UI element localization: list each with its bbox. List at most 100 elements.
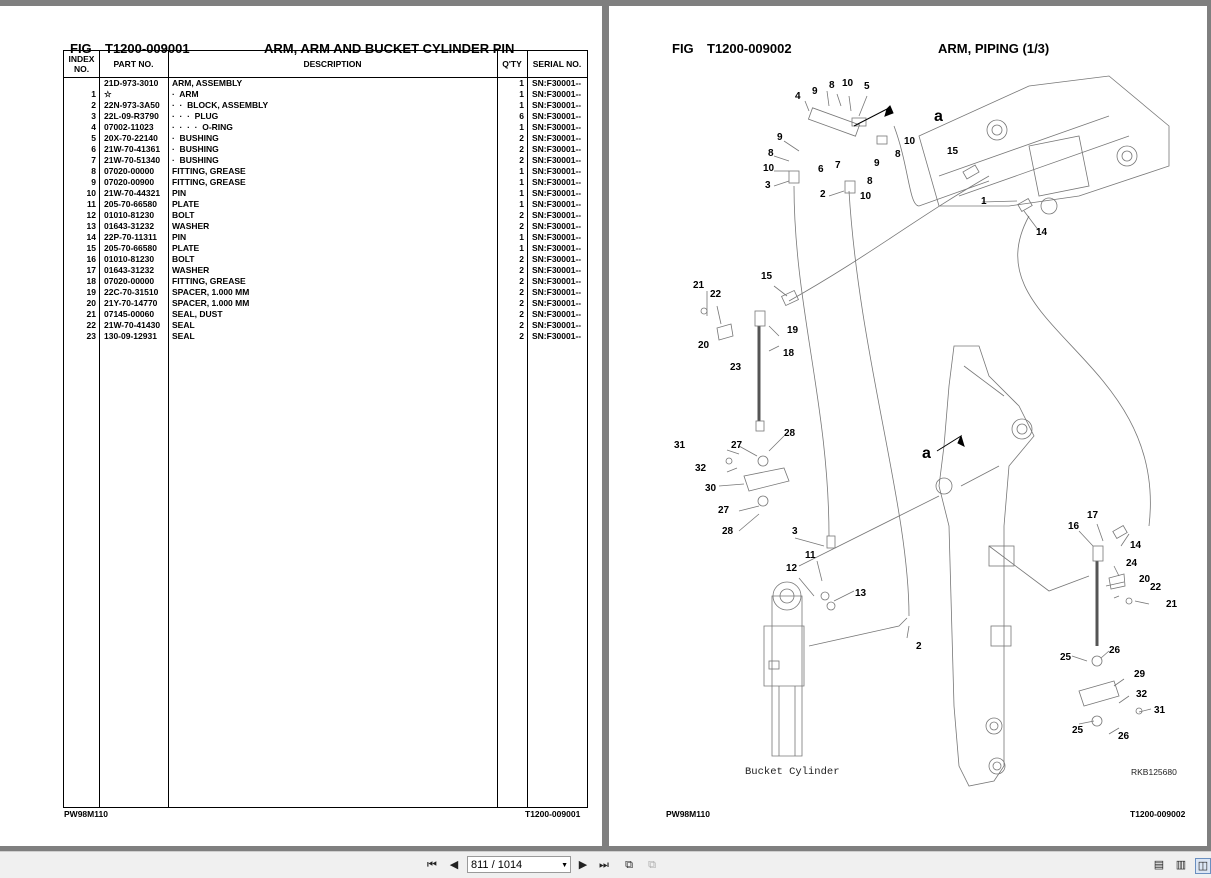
part-no-cell: 21Y-70-14770 xyxy=(104,298,158,308)
qty-cell: 2 xyxy=(519,133,524,143)
callout-29: 29 xyxy=(1134,669,1146,680)
callout-32: 32 xyxy=(1136,689,1148,700)
arrow-a-top xyxy=(853,105,894,127)
description-cell: · BUSHING xyxy=(172,144,219,154)
index-cell: 10 xyxy=(86,188,96,198)
description-cell: WASHER xyxy=(172,221,210,231)
continuous-view-icon[interactable]: ▥ xyxy=(1175,859,1187,871)
part-no-cell: 130-09-12931 xyxy=(104,331,157,341)
callout-27: 27 xyxy=(718,505,730,516)
callout-15: 15 xyxy=(761,271,773,282)
column-divider xyxy=(168,51,169,807)
index-cell: 3 xyxy=(91,111,96,121)
callout-14: 14 xyxy=(1036,227,1048,238)
serial-no-cell: SN:F30001-- xyxy=(532,188,582,198)
description-cell: PLATE xyxy=(172,243,200,253)
pdf-viewer-toolbar: ⏮ ◀ 811 / 1014 ▼ ▶ ⏭ ⧉ ⧉ ▤ ▥ ◫ xyxy=(0,851,1211,878)
callout-12: 12 xyxy=(786,563,798,574)
index-cell: 2 xyxy=(91,100,96,110)
serial-no-cell: SN:F30001-- xyxy=(532,155,582,165)
column-divider xyxy=(497,51,498,807)
qty-cell: 1 xyxy=(519,188,524,198)
first-page-icon[interactable]: ⏮ xyxy=(427,859,437,871)
callout-10: 10 xyxy=(842,78,854,89)
index-cell: 9 xyxy=(91,177,96,187)
callout-8: 8 xyxy=(768,148,774,159)
serial-no-cell: SN:F30001-- xyxy=(532,320,582,330)
header-divider xyxy=(64,77,587,78)
description-cell: ARM, ASSEMBLY xyxy=(172,78,243,88)
callout-a: a xyxy=(922,445,931,462)
description-cell: FITTING, GREASE xyxy=(172,177,246,187)
single-page-view-icon[interactable]: ▤ xyxy=(1153,859,1165,871)
description-cell: · · · · O-RING xyxy=(172,122,233,132)
part-no-cell: 21W-70-41430 xyxy=(104,320,161,330)
description-cell: PLATE xyxy=(172,199,200,209)
callout-8: 8 xyxy=(829,80,835,91)
index-cell: 7 xyxy=(91,155,96,165)
previous-page-icon[interactable]: ◀ xyxy=(449,859,459,871)
part-no-cell: 01643-31232 xyxy=(104,221,155,231)
qty-cell: 1 xyxy=(519,78,524,88)
description-cell: · ARM xyxy=(172,89,199,99)
callout-25: 25 xyxy=(1060,652,1072,663)
callout-3: 3 xyxy=(792,526,798,537)
qty-cell: 6 xyxy=(519,111,524,121)
serial-no-cell: SN:F30001-- xyxy=(532,111,582,121)
serial-no-cell: SN:F30001-- xyxy=(532,122,582,132)
callout-5: 5 xyxy=(864,81,870,92)
index-cell: 6 xyxy=(91,144,96,154)
callout-32: 32 xyxy=(695,463,707,474)
hose-left xyxy=(793,185,830,537)
part-no-cell: 21W-70-51340 xyxy=(104,155,161,165)
callout-28: 28 xyxy=(784,428,796,439)
callout-9: 9 xyxy=(812,86,818,97)
fig-label: FIG xyxy=(70,41,92,56)
callout-16: 16 xyxy=(1068,521,1080,532)
serial-no-cell: SN:F30001-- xyxy=(532,232,582,242)
last-page-icon[interactable]: ⏭ xyxy=(599,859,609,871)
serial-no-cell: SN:F30001-- xyxy=(532,265,582,275)
callout-17: 17 xyxy=(1087,510,1099,521)
exploded-view-diagram: a a 4 9 8 10 5 9 8 10 3 6 7 9 8 10 8 10 … xyxy=(674,75,1178,787)
bracket-30 xyxy=(743,467,790,492)
serial-no-cell: SN:F30001-- xyxy=(532,243,582,253)
callout-26: 26 xyxy=(1118,731,1130,742)
column-divider xyxy=(99,51,100,807)
callout-10: 10 xyxy=(860,191,872,202)
boom-outline xyxy=(918,75,1170,207)
serial-no-cell: SN:F30001-- xyxy=(532,309,582,319)
column-header-index: INDEX NO. xyxy=(68,54,95,74)
callout-9: 9 xyxy=(874,158,880,169)
part-no-cell: 22L-09-R3790 xyxy=(104,111,159,121)
index-cell: 18 xyxy=(86,276,96,286)
callout-2: 2 xyxy=(820,189,826,200)
page-number-input[interactable]: 811 / 1014 ▼ xyxy=(467,856,571,873)
callout-27: 27 xyxy=(731,440,743,451)
part-no-cell: 22N-973-3A50 xyxy=(104,100,160,110)
chevron-down-icon[interactable]: ▼ xyxy=(561,862,568,869)
column-header-serial-no: SERIAL NO. xyxy=(532,59,582,69)
qty-cell: 1 xyxy=(519,100,524,110)
callout-4: 4 xyxy=(795,91,801,102)
next-page-icon[interactable]: ▶ xyxy=(578,859,588,871)
index-cell: 16 xyxy=(86,254,96,264)
grease-hose-right xyxy=(1017,215,1151,527)
qty-cell: 2 xyxy=(519,265,524,275)
fig-number: T1200-009002 xyxy=(707,41,792,56)
fit-page-icon[interactable]: ⧉ xyxy=(625,859,633,871)
two-page-view-icon[interactable]: ◫ xyxy=(1195,858,1211,874)
fit-width-icon[interactable]: ⧉ xyxy=(648,859,656,871)
callout-21: 21 xyxy=(1166,599,1178,610)
qty-cell: 2 xyxy=(519,298,524,308)
qty-cell: 2 xyxy=(519,144,524,154)
serial-no-cell: SN:F30001-- xyxy=(532,78,582,88)
index-cell: 23 xyxy=(86,331,96,341)
serial-no-cell: SN:F30001-- xyxy=(532,210,582,220)
callout-9: 9 xyxy=(777,132,783,143)
column-header-part-no: PART NO. xyxy=(113,59,154,69)
